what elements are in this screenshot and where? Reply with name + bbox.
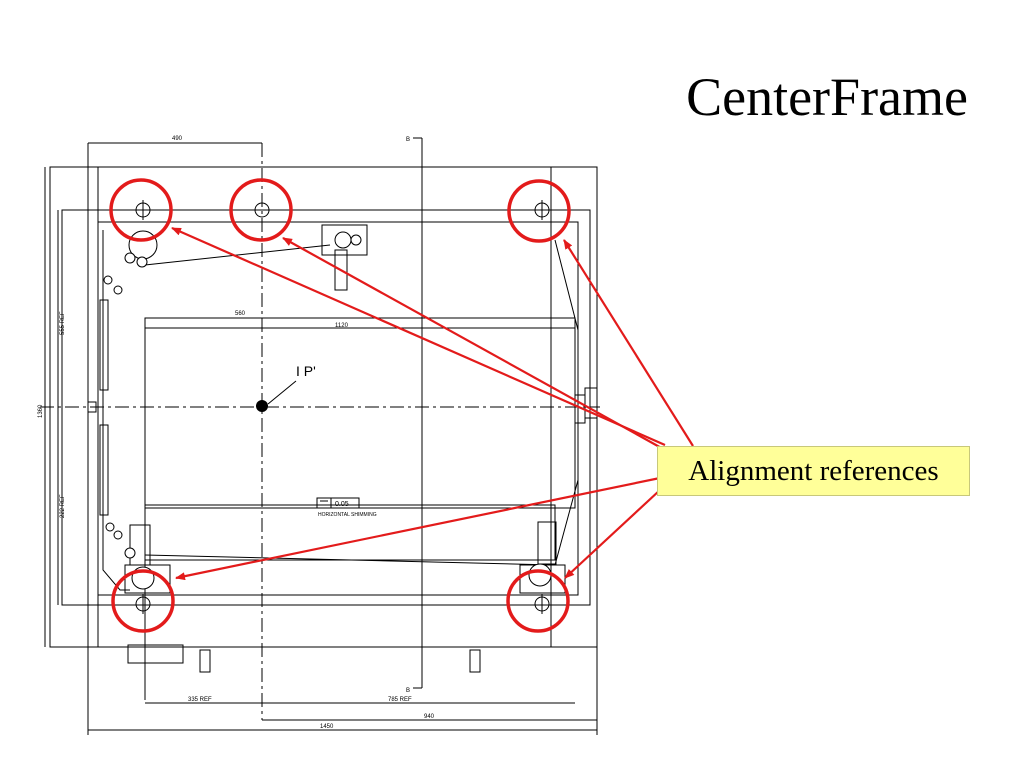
dim-left-upper-label: 555 REF — [60, 311, 66, 335]
highlight-top-right — [507, 179, 571, 243]
dim-top-label: 490 — [172, 136, 183, 142]
dim-bottom-940-label: 940 — [424, 714, 435, 720]
section-mark-top: B — [406, 137, 410, 143]
dim-left-lower-label: 222 REF — [60, 494, 66, 518]
alignment-arrows — [171, 226, 694, 581]
arrow-to-top-right — [563, 239, 694, 447]
frame-outline — [40, 137, 600, 735]
dim-bottom-335-label: 335 REF — [188, 697, 212, 703]
dim-left-total-label: 1360 — [38, 404, 44, 418]
slide-title: CenterFrame — [686, 67, 968, 127]
dim-inner-1120-label: 1120 — [335, 323, 349, 329]
arrow-to-bottom-left — [175, 476, 661, 581]
arrow-to-top-left — [171, 226, 666, 447]
dim-bottom-785-label: 785 REF — [388, 697, 412, 703]
flatness-note: HORIZONTAL SHIMMING — [318, 512, 377, 518]
alignment-references-callout: Alignment references — [657, 446, 970, 496]
highlight-top-left — [109, 178, 173, 242]
highlight-bottom-left — [111, 569, 175, 633]
highlight-top-middle — [229, 178, 293, 242]
arrow-to-bottom-right — [564, 489, 661, 579]
pulleys — [103, 230, 552, 590]
ip-label: I P' — [296, 363, 316, 379]
ip-point — [256, 400, 268, 412]
alignment-highlights — [109, 178, 571, 633]
highlight-bottom-right — [506, 569, 570, 633]
section-mark-bottom: B — [406, 688, 410, 694]
dim-bottom-1450-label: 1450 — [320, 724, 334, 730]
drawing-labels: 490 560 1120 I P' B B 0.05 HORIZONTAL SH… — [38, 136, 435, 730]
reference-pins — [135, 200, 550, 614]
flatness-value: 0.05 — [335, 501, 349, 508]
arrow-to-top-middle — [282, 237, 666, 451]
dim-inner-560-label: 560 — [235, 311, 246, 317]
